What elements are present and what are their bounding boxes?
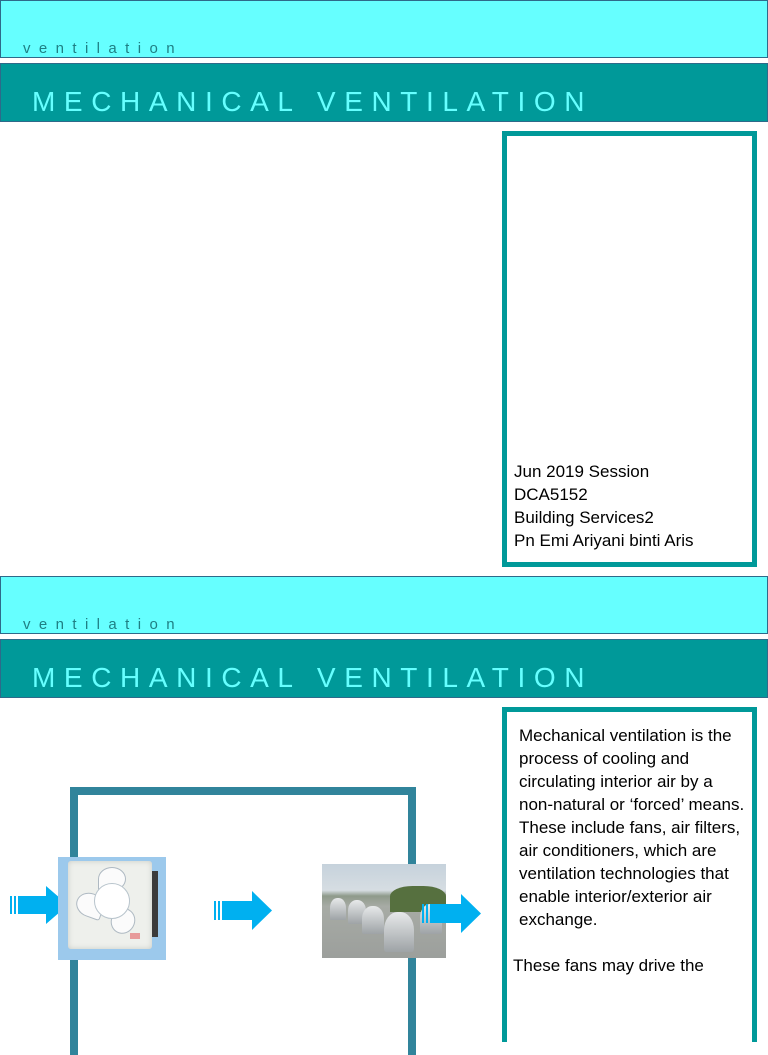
slide-title-text: MECHANICAL VENTILATION <box>32 86 594 117</box>
session-line: Jun 2019 Session <box>514 462 650 481</box>
airflow-out-arrow-icon <box>422 894 481 933</box>
session-info-box: Jun 2019 Session DCA5152 Building Servic… <box>502 131 757 567</box>
fan-shutter <box>152 871 158 937</box>
fan-housing <box>68 861 152 949</box>
slide-definition: ventilation MECHANICAL VENTILATION <box>0 576 768 1055</box>
header-band: ventilation <box>0 576 768 634</box>
exhaust-fan-image <box>58 857 166 960</box>
airflow-in-arrow-icon <box>10 886 68 924</box>
section-kicker: ventilation <box>23 616 183 633</box>
title-band: MECHANICAL VENTILATION <box>0 639 768 698</box>
fan-hub <box>94 883 130 919</box>
title-band: MECHANICAL VENTILATION <box>0 63 768 122</box>
session-details: Jun 2019 Session DCA5152 Building Servic… <box>514 460 694 552</box>
definition-box: Mechanical ventilation is the process of… <box>502 707 757 1042</box>
turbine-vent <box>348 900 366 924</box>
section-kicker: ventilation <box>23 40 183 57</box>
slide-title: ventilation MECHANICAL VENTILATION Jun 2… <box>0 0 768 567</box>
definition-text: Mechanical ventilation is the process of… <box>513 724 749 977</box>
header-band: ventilation <box>0 0 768 58</box>
course-code-line: DCA5152 <box>514 485 588 504</box>
course-name-line: Building Services2 <box>514 508 654 527</box>
turbine-vent <box>362 906 384 934</box>
airflow-through-arrow-icon <box>214 891 272 930</box>
slide-title-text: MECHANICAL VENTILATION <box>32 662 594 693</box>
turbine-vent <box>330 898 346 920</box>
lecturer-line: Pn Emi Ariyani binti Aris <box>514 531 694 550</box>
fans-paragraph: These fans may drive the <box>513 956 704 975</box>
brand-label <box>130 933 140 939</box>
definition-paragraph: Mechanical ventilation is the process of… <box>519 726 745 929</box>
turbine-vent <box>384 912 414 952</box>
